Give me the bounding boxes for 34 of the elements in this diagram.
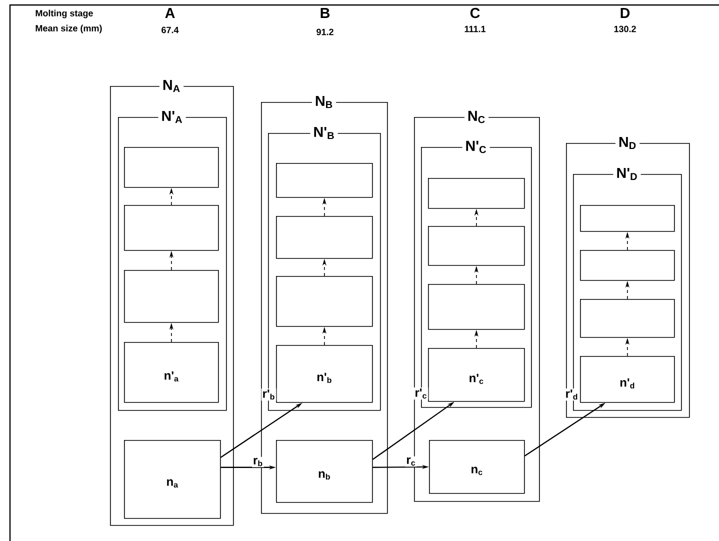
- stage-box: n$_{c}$: [429, 440, 525, 494]
- stage-box: [580, 205, 675, 232]
- stage-box: [276, 276, 373, 327]
- stage-letter: C: [470, 8, 480, 18]
- size-value: 111.1: [464, 26, 486, 32]
- stage-box: n'$_{c}$: [428, 348, 525, 402]
- size-value: 91.2: [316, 28, 334, 36]
- edge-label: r'$_{c}$: [414, 387, 428, 400]
- stage-box: [124, 205, 219, 251]
- edge-label: r'$_{d}$: [564, 388, 580, 401]
- stage-box: [428, 226, 525, 266]
- stage-box: [428, 178, 525, 209]
- stage-box: n$_{b}$: [276, 440, 373, 503]
- edge-label: r$_{b}$: [252, 456, 264, 468]
- size-value: 130.2: [614, 26, 636, 32]
- stage-letter: A: [165, 8, 175, 18]
- stage-box: [276, 216, 373, 259]
- stage-letter: D: [620, 8, 630, 18]
- edge-label: r'$_{b}$: [261, 388, 276, 401]
- stage-box: n'$_{d}$: [580, 356, 675, 403]
- stage-box: [124, 270, 219, 323]
- stage-box: n$_{a}$: [124, 440, 221, 519]
- stage-box: [580, 299, 675, 338]
- stage-box: [124, 147, 219, 188]
- row-heading: Molting stage: [36, 10, 93, 18]
- size-value: 67.4: [162, 26, 179, 34]
- stage-box: [276, 163, 373, 198]
- row-heading: Mean size (mm): [36, 24, 102, 34]
- edge-label: r$_{c}$: [405, 456, 417, 467]
- stage-box: n'$_{a}$: [124, 342, 219, 403]
- stage-box: [428, 284, 525, 330]
- stage-letter: B: [320, 8, 330, 18]
- stage-box: n'$_{b}$: [276, 345, 373, 403]
- stage-box: [580, 250, 675, 281]
